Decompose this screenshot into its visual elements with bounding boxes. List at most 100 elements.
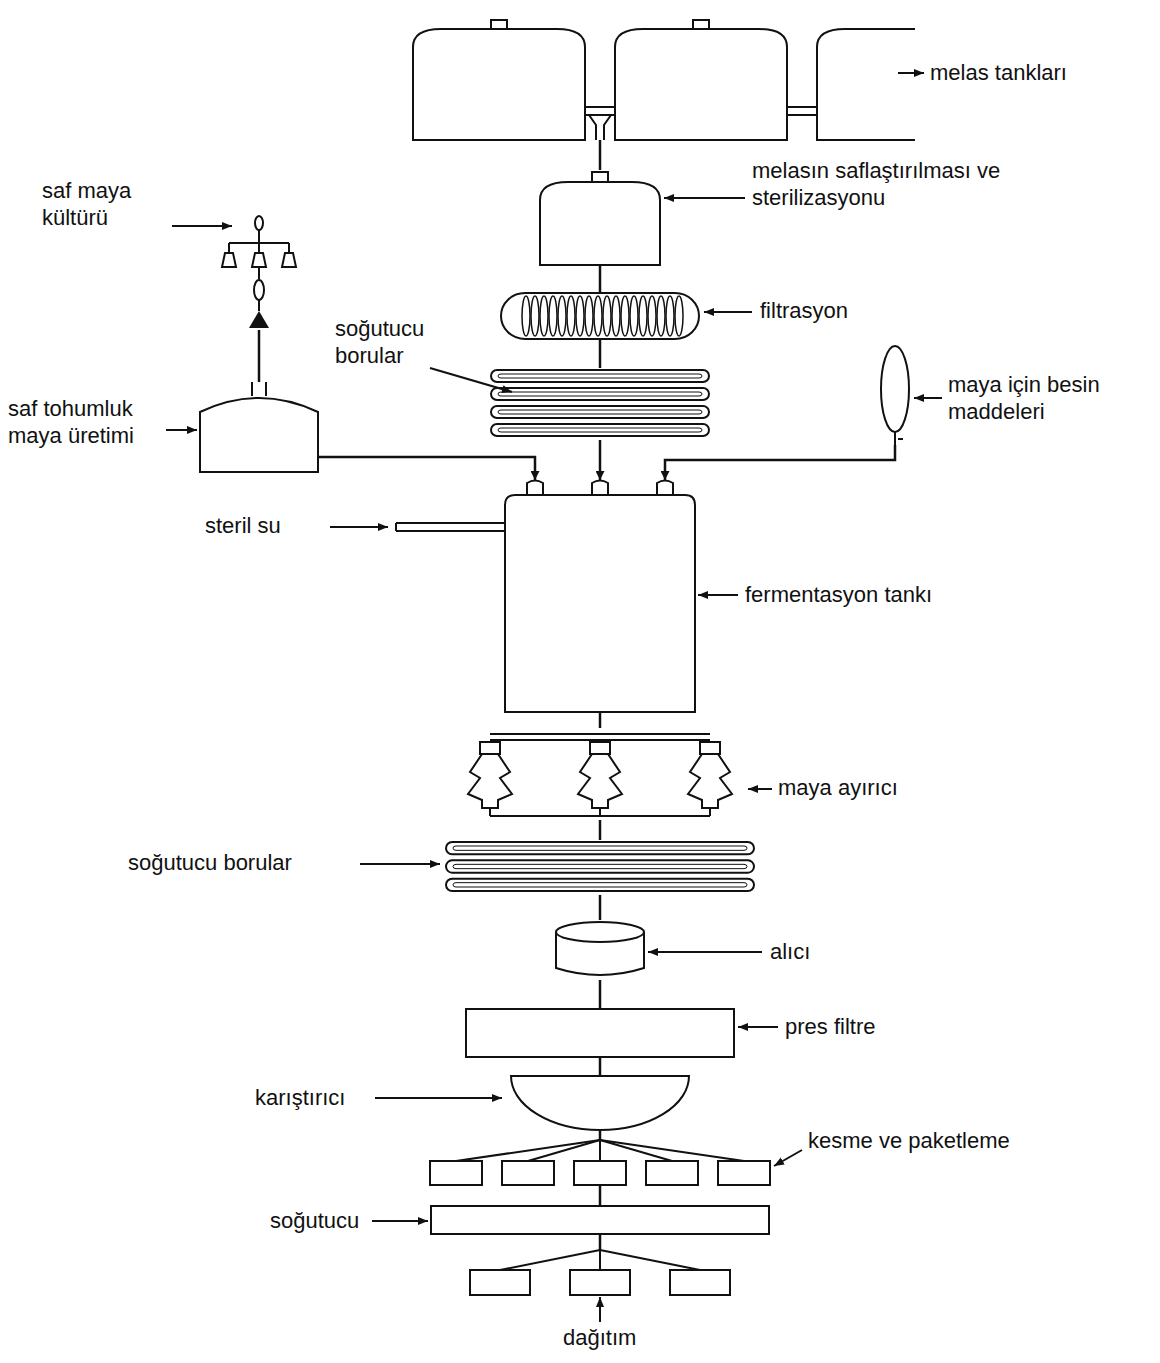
filter-disc bbox=[630, 296, 638, 336]
seed-tank bbox=[200, 398, 318, 472]
shape-outline bbox=[505, 480, 695, 712]
package-box bbox=[646, 1161, 698, 1185]
coil-inner bbox=[453, 883, 747, 887]
receiver-body bbox=[556, 932, 644, 975]
seed-tank: saf tohumluk maya üretimi bbox=[200, 382, 318, 472]
separator-cap bbox=[590, 742, 610, 754]
package-box bbox=[470, 1270, 530, 1295]
pipe-connector bbox=[599, 820, 602, 840]
coil-tube bbox=[491, 406, 709, 418]
separator-outlet bbox=[709, 808, 711, 816]
tank-nozzle bbox=[592, 481, 608, 496]
leader-line bbox=[898, 72, 924, 74]
equipment-label: maya ayırıcı bbox=[778, 775, 898, 802]
filter-disc bbox=[540, 296, 548, 336]
separator-bowl bbox=[688, 754, 732, 808]
pipe-connector bbox=[599, 1131, 602, 1140]
cooling-coil: soğutucu borular bbox=[490, 368, 710, 440]
pipe-connector bbox=[599, 265, 602, 292]
equipment-label: saf maya kültürü bbox=[42, 178, 170, 232]
filter-disc bbox=[522, 296, 530, 336]
filter-press: pres filtre bbox=[465, 1008, 735, 1058]
filter-body bbox=[501, 293, 699, 339]
filter-unit: filtrasyon bbox=[500, 292, 700, 340]
filter-disc bbox=[666, 296, 674, 336]
equipment-label: alıcı bbox=[770, 939, 810, 966]
coil-inner bbox=[498, 410, 702, 414]
equipment-label: melas tankları bbox=[930, 60, 1067, 87]
receiver-tank: alıcı bbox=[555, 920, 645, 980]
shape-outline bbox=[455, 728, 745, 820]
shape-outline bbox=[219, 215, 299, 330]
equipment-label: soğutucu bbox=[270, 1208, 359, 1235]
separator-outlet bbox=[599, 808, 601, 816]
filter-disc bbox=[576, 296, 584, 336]
shape-outline bbox=[510, 1075, 690, 1131]
culture-rack bbox=[229, 230, 289, 243]
package-box bbox=[718, 1161, 770, 1185]
feed-line bbox=[599, 1140, 601, 1161]
pipe-connector bbox=[599, 340, 602, 368]
shape-outline bbox=[490, 368, 710, 440]
outlet-funnel bbox=[589, 115, 611, 140]
coil-tube bbox=[491, 388, 709, 400]
equipment-label: saf tohumluk maya üretimi bbox=[8, 396, 160, 450]
filter-disc bbox=[621, 296, 629, 336]
leader-line bbox=[774, 1150, 802, 1166]
shape-outline bbox=[555, 920, 645, 980]
leader-line bbox=[648, 951, 762, 953]
coil-tube bbox=[446, 842, 754, 854]
connecting-pipe bbox=[585, 107, 817, 115]
shape-outline bbox=[445, 840, 755, 895]
pipe-connector bbox=[599, 140, 602, 170]
equipment-box bbox=[466, 1009, 734, 1057]
bottle-valve bbox=[895, 432, 903, 445]
nutrient-bottle: maya için besin maddeleri bbox=[880, 345, 910, 445]
culture-flask bbox=[252, 243, 266, 267]
filter-disc bbox=[594, 296, 602, 336]
molasses-tank bbox=[817, 29, 915, 140]
leader-line bbox=[664, 197, 745, 199]
shape-outline bbox=[430, 1205, 770, 1235]
filter-disc bbox=[639, 296, 647, 336]
package-box bbox=[430, 1161, 482, 1185]
pipe-connector bbox=[599, 1235, 602, 1250]
coil-inner bbox=[498, 392, 702, 396]
input-label: steril su bbox=[205, 513, 281, 540]
feed-line bbox=[599, 1250, 601, 1270]
nutrient-bottle bbox=[881, 346, 909, 432]
feed-line bbox=[456, 1140, 600, 1161]
mixer: karıştırıcı bbox=[510, 1075, 690, 1131]
culture-flask bbox=[222, 243, 236, 267]
cooling-coil: soğutucu borular bbox=[445, 840, 755, 895]
flow-triangle bbox=[249, 311, 269, 328]
pipe-connector bbox=[318, 457, 535, 480]
filter-disc bbox=[657, 296, 665, 336]
separator-cap bbox=[480, 742, 500, 754]
equipment-label: filtrasyon bbox=[760, 298, 848, 325]
yeast-separator: maya ayırıcı bbox=[455, 728, 745, 820]
shape-outline bbox=[880, 345, 910, 445]
coil-inner bbox=[498, 428, 702, 432]
filter-disc bbox=[567, 296, 575, 336]
equipment-label: pres filtre bbox=[785, 1014, 875, 1041]
coil-inner bbox=[498, 374, 702, 378]
separator-cap bbox=[700, 742, 720, 754]
tank-cap bbox=[491, 20, 507, 29]
culture-tube bbox=[254, 280, 264, 300]
filter-disc bbox=[549, 296, 557, 336]
filter-disc bbox=[531, 296, 539, 336]
pipe-connector bbox=[599, 895, 602, 920]
pipe-connector bbox=[599, 712, 602, 728]
filter-disc bbox=[585, 296, 593, 336]
shape-outline bbox=[465, 1008, 735, 1058]
leader-line bbox=[360, 863, 440, 865]
yeast-culture: saf maya kültürü bbox=[219, 215, 299, 330]
leader-line bbox=[599, 1297, 601, 1322]
package-box bbox=[502, 1161, 554, 1185]
distribution: dağıtım bbox=[470, 1250, 730, 1296]
equipment-label: karıştırıcı bbox=[255, 1085, 345, 1112]
purification-tank: melasın saflaştırılması ve sterilizasyon… bbox=[540, 170, 660, 265]
package-box bbox=[570, 1270, 630, 1295]
tank-nozzle bbox=[657, 481, 673, 496]
